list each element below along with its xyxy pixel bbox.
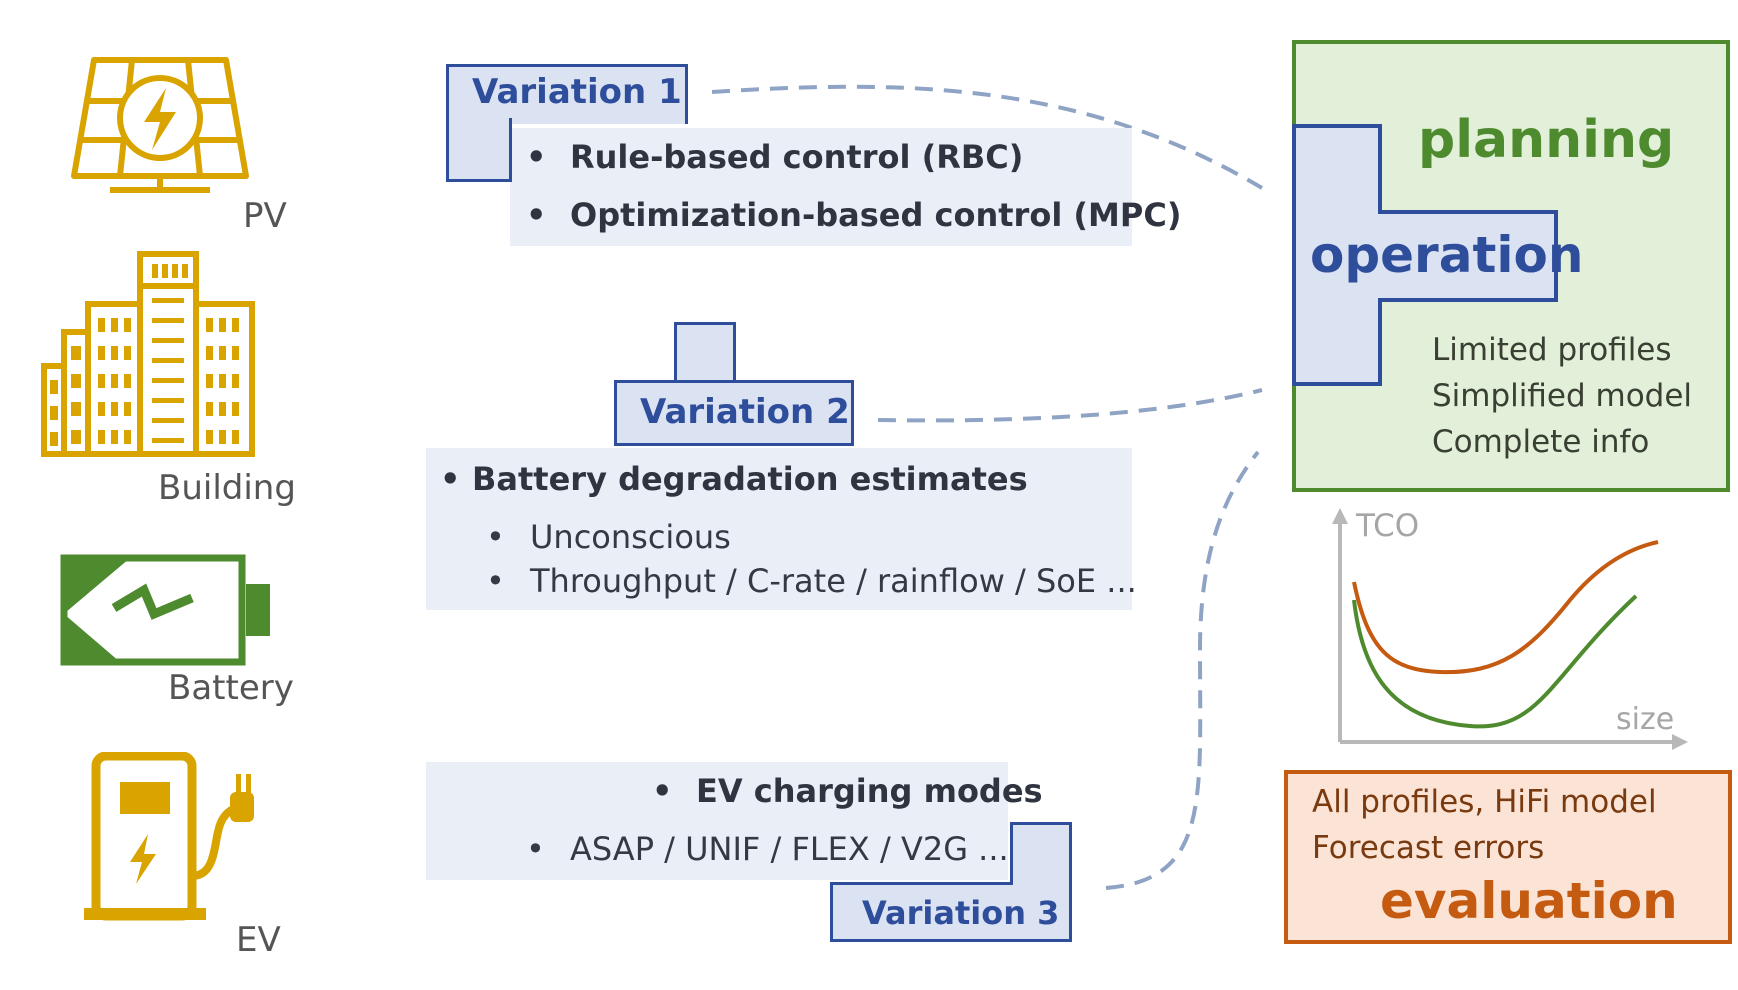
tco-curve-evaluation: [1352, 540, 1659, 675]
evaluation-title: evaluation: [1380, 872, 1678, 930]
variation3-content: [426, 762, 1008, 880]
building-icon: [41, 251, 255, 457]
variation2-item-1: •Unconscious: [486, 518, 731, 556]
tco-x-arrow: [1672, 734, 1688, 750]
variation1-tab-body: [446, 64, 688, 124]
evaluation-note-1: All profiles, HiFi model: [1312, 784, 1657, 820]
variation1-tab-stem: [446, 118, 512, 182]
battery-label: Battery: [168, 668, 294, 708]
variation2-tab-stem: [674, 322, 736, 386]
operation-joint-fill: [1296, 200, 1378, 306]
tco-chart: [1332, 508, 1688, 750]
variation2-tab-body: [614, 380, 854, 446]
variation2-content: [426, 448, 1132, 610]
operation-label: operation: [1310, 226, 1584, 284]
variation2-heading: •Battery degradation estimates: [440, 460, 1028, 498]
variation3-tab-body: [830, 882, 1072, 942]
pv-label: PV: [243, 196, 287, 236]
variation1-item-2: •Optimization-based control (MPC): [526, 196, 1182, 234]
variation2-title: Variation 2: [640, 392, 850, 432]
variation3-heading: •EV charging modes: [652, 772, 1043, 810]
variation1-content: [510, 128, 1132, 246]
tco-y-label: TCO: [1356, 508, 1420, 544]
variation3-title: Variation 3: [862, 894, 1060, 932]
ev-charger-icon: [84, 752, 254, 921]
evaluation-note-2: Forecast errors: [1312, 830, 1545, 866]
connector-variation1: [711, 84, 1264, 190]
tco-y-arrow: [1332, 508, 1348, 524]
tco-curve-planning: [1352, 594, 1638, 729]
variation3-tab-joint: [830, 882, 1013, 885]
variation3-tab-stem: [1010, 822, 1072, 886]
variation2-item-2: •Throughput / C-rate / rainflow / SoE ..…: [486, 562, 1137, 600]
planning-note-2: Simplified model: [1432, 378, 1693, 414]
variation3-tab-joint-fill: [1013, 879, 1069, 887]
evaluation-box: [1284, 770, 1732, 944]
variation3-item-1: •ASAP / UNIF / FLEX / V2G ...: [526, 830, 1009, 868]
planning-note-3: Complete info: [1432, 424, 1650, 460]
ev-label: EV: [236, 920, 281, 960]
building-label: Building: [158, 468, 296, 508]
solar-panel-icon: [71, 57, 249, 193]
tco-x-label: size: [1616, 702, 1675, 737]
variation1-title: Variation 1: [472, 72, 682, 112]
variation1-item-1: •Rule-based control (RBC): [526, 138, 1024, 176]
connector-variation3: [1105, 450, 1260, 890]
planning-note-1: Limited profiles: [1432, 332, 1672, 368]
planning-title: planning: [1418, 110, 1675, 170]
battery-icon: [60, 554, 270, 666]
connector-variation2: [877, 388, 1263, 423]
